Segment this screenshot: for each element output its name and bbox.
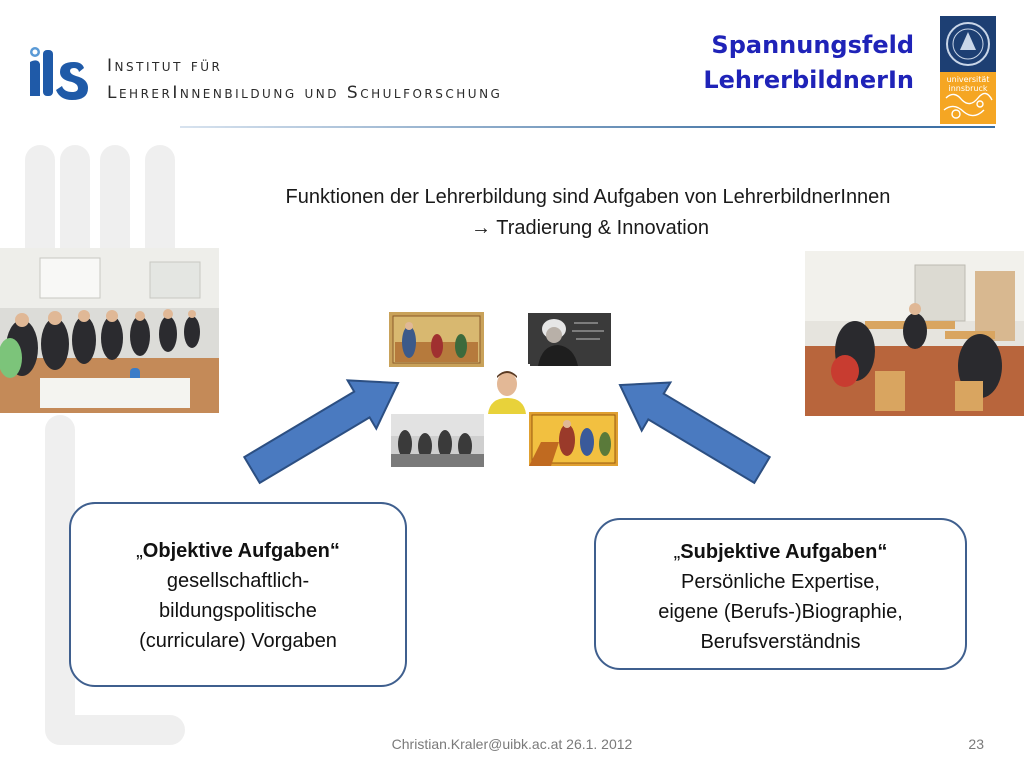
ils-logo [30,47,88,100]
subtitle-line1: Funktionen der Lehrerbildung sind Aufgab… [285,186,891,208]
subjective-tasks-line: eigene (Berufs-)Biographie, [658,601,903,623]
svg-text:innsbruck: innsbruck [949,84,988,93]
institute-name-line1: Institut für [107,56,223,76]
objective-tasks-line: (curriculare) Vorgaben [139,630,337,652]
slide-title: Spannungsfeld LehrerbildnerIn [703,28,914,98]
right-arrow-icon: → [471,217,492,239]
objective-tasks-heading: „Objektive Aufgaben“ [136,540,340,562]
university-logo-text: universität [947,75,990,84]
subjective-tasks-line: Persönliche Expertise, [681,571,880,593]
subtitle-line2: → Tradierung & Innovation [0,217,1024,240]
header-divider [180,126,995,128]
portrait-photo [484,364,530,414]
einstein-chalkboard-photo [528,313,611,366]
university-logo: universität innsbruck [940,16,996,124]
arrow-up-left-icon [618,381,772,485]
page-number: 23 [968,736,984,752]
slide-title-line2: LehrerbildnerIn [703,66,914,94]
subtitle-line2-text: Tradierung & Innovation [496,217,709,239]
objective-tasks-box: „Objektive Aufgaben“ gesellschaftlich- b… [69,502,407,687]
classroom-photo-left [0,248,219,413]
subjective-tasks-line: Berufsverständnis [700,631,861,653]
painting-classroom-top-left [389,312,484,367]
objective-tasks-line: gesellschaftlich- [166,570,310,592]
historic-classroom-photo [391,414,484,467]
painting-classroom-bottom-right [529,412,618,466]
objective-tasks-line: bildungspolitische [159,600,317,622]
classroom-photo-right [805,251,1024,416]
institute-name-line2: LehrerInnenbildung und Schulforschung [107,83,503,103]
arrow-up-right-icon [242,379,400,485]
footer-contact: Christian.Kraler@uibk.ac.at 26.1. 2012 [391,736,633,752]
subjective-tasks-box: „Subjektive Aufgaben“ Persönliche Expert… [594,518,967,670]
subjective-tasks-heading: „Subjektive Aufgaben“ [673,541,888,563]
slide-title-line1: Spannungsfeld [711,31,914,59]
